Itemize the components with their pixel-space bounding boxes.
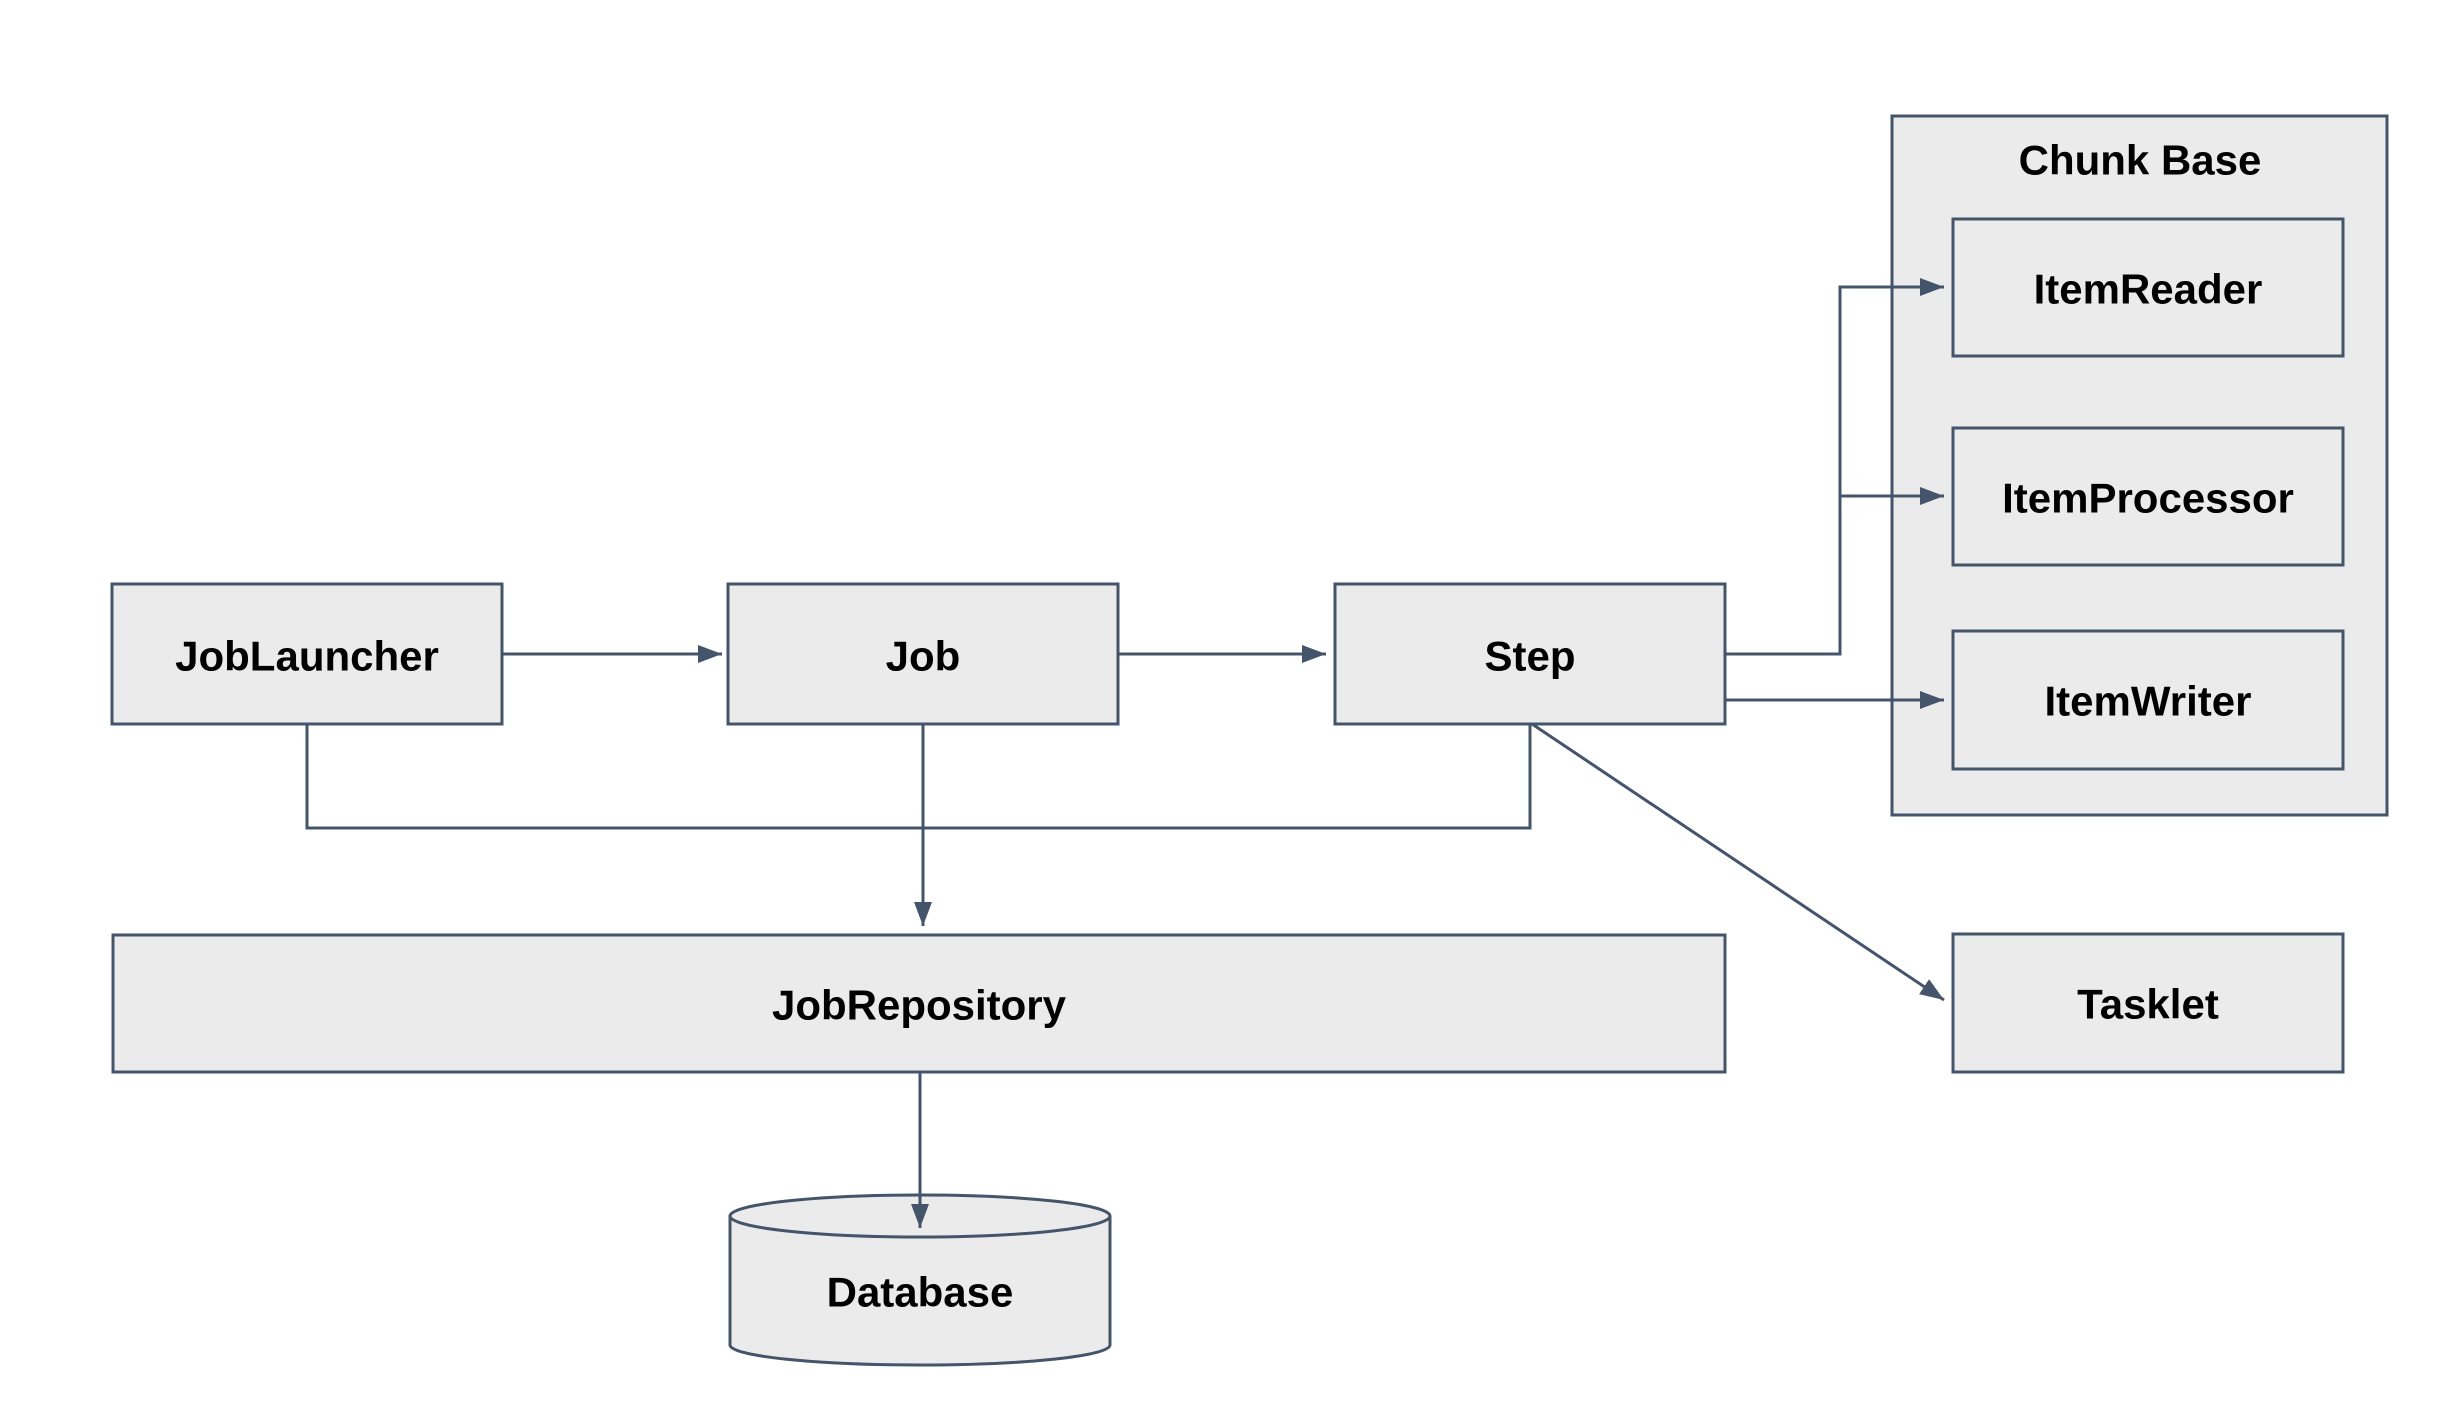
job-label: Job (886, 633, 961, 680)
step-node: Step (1333, 582, 1727, 726)
step-rect (1333, 582, 1727, 726)
edge-joblauncher-step-connector (305, 724, 1532, 830)
itemprocessor-rect (1951, 426, 2345, 567)
job-node: Job (726, 582, 1120, 726)
itemwriter-label: ItemWriter (2045, 678, 2252, 725)
edge-step-to-itemreader (1725, 278, 1944, 656)
itemreader-label: ItemReader (2034, 266, 2263, 313)
itemwriter-rect (1951, 629, 2345, 771)
itemwriter-node: ItemWriter (1951, 629, 2345, 771)
edge-step-to-tasklet (1531, 722, 1945, 1002)
tasklet-rect (1951, 932, 2345, 1074)
itemprocessor-node: ItemProcessor (1951, 426, 2345, 567)
database-label: Database (827, 1269, 1014, 1316)
itemreader-node: ItemReader (1951, 217, 2345, 358)
tasklet-node: Tasklet (1951, 932, 2345, 1074)
itemreader-rect (1951, 217, 2345, 358)
jobrepository-label: JobRepository (772, 982, 1067, 1029)
job-rect (726, 582, 1120, 726)
joblauncher-label: JobLauncher (175, 633, 439, 680)
joblauncher-node: JobLauncher (110, 582, 504, 726)
tasklet-label: Tasklet (2077, 981, 2219, 1028)
chunk-base-title: Chunk Base (2019, 137, 2262, 184)
database-cylinder-body (728, 1216, 1112, 1367)
joblauncher-rect (110, 582, 504, 726)
jobrepository-rect (111, 933, 1727, 1074)
jobrepository-node: JobRepository (111, 933, 1727, 1074)
itemprocessor-label: ItemProcessor (2002, 475, 2294, 522)
step-label: Step (1484, 633, 1575, 680)
